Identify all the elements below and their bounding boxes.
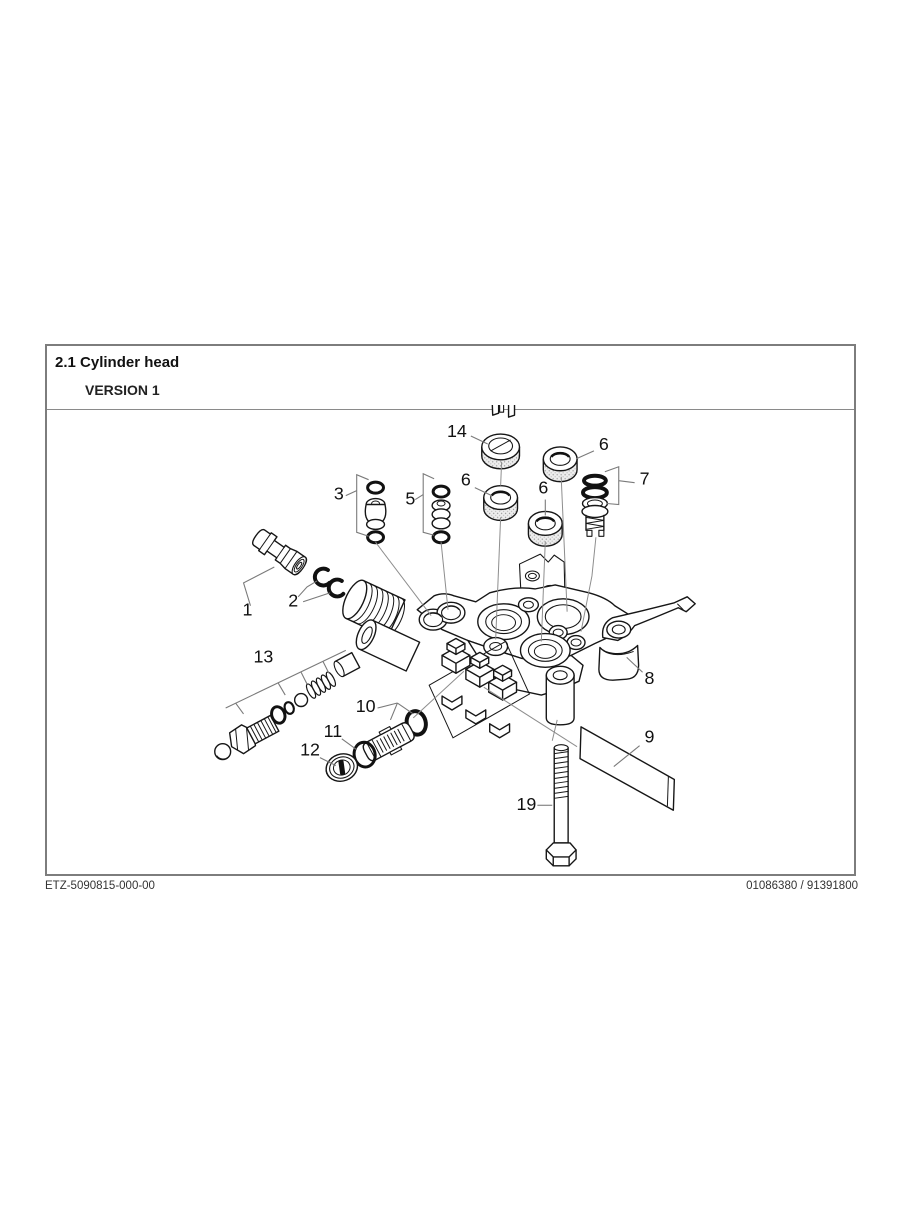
section-header: 2.1 Cylinder head VERSION 1 bbox=[47, 346, 854, 410]
callout-8: 8 bbox=[645, 668, 655, 688]
callout-12: 12 bbox=[300, 740, 320, 760]
callout-1: 1 bbox=[243, 600, 253, 620]
version-label: VERSION 1 bbox=[85, 382, 160, 398]
callout-5: 5 bbox=[405, 489, 415, 509]
callout-6: 6 bbox=[599, 434, 609, 454]
callout-leaders bbox=[225, 435, 643, 806]
page-footer: ETZ-5090815-000-00 01086380 / 91391800 bbox=[45, 880, 858, 892]
section-box: 2.1 Cylinder head VERSION 1 bbox=[45, 344, 856, 876]
callout-13: 13 bbox=[253, 646, 273, 666]
section-title: 2.1 Cylinder head bbox=[55, 354, 180, 371]
callout-14: 14 bbox=[447, 421, 467, 441]
document-code: ETZ-5090815-000-00 bbox=[45, 880, 155, 892]
callout-6: 6 bbox=[538, 478, 548, 498]
callout-3: 3 bbox=[334, 484, 344, 504]
part-number-code: 01086380 / 91391800 bbox=[746, 880, 858, 892]
callout-11: 11 bbox=[324, 721, 343, 741]
callout-10: 10 bbox=[356, 696, 376, 716]
callout-2: 2 bbox=[288, 591, 298, 611]
exploded-diagram-art bbox=[214, 405, 696, 867]
callout-19: 19 bbox=[516, 794, 536, 814]
assembly-lines bbox=[375, 461, 597, 748]
callout-7: 7 bbox=[640, 469, 650, 489]
callout-6: 6 bbox=[461, 470, 471, 490]
callout-9: 9 bbox=[645, 727, 655, 747]
